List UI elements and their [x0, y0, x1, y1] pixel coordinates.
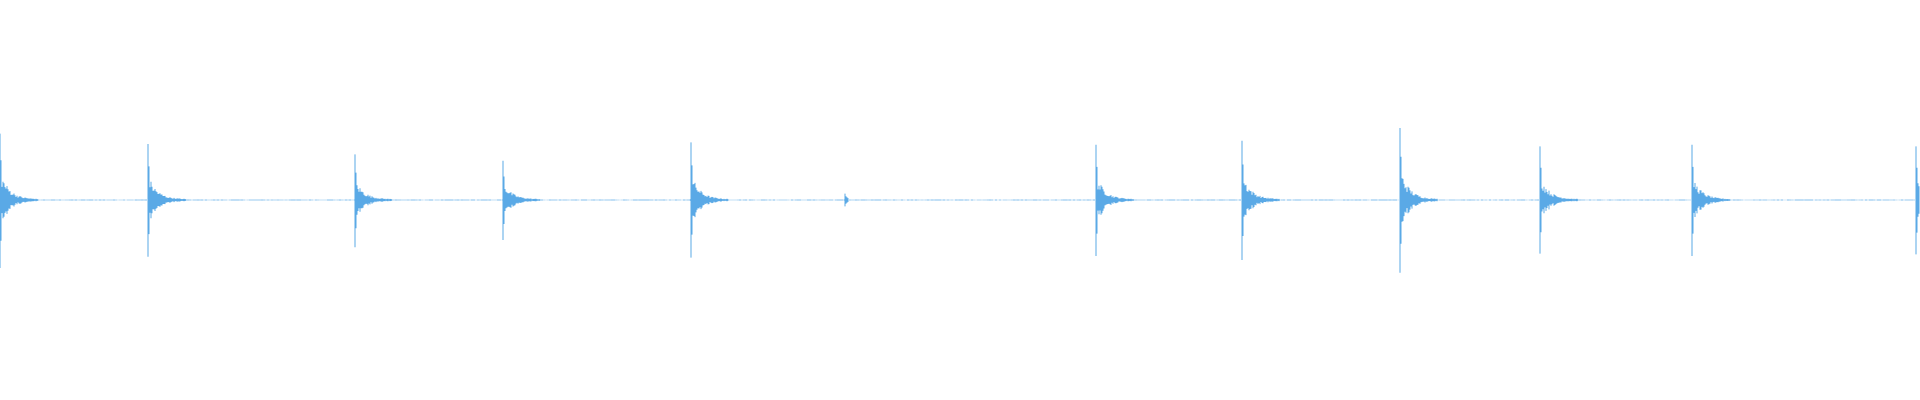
waveform-transients [0, 128, 1920, 273]
waveform-transient-11 [1691, 144, 1730, 256]
waveform-transient-5 [690, 142, 729, 258]
waveform-transient-8 [1241, 140, 1280, 260]
waveform-baseline [0, 199, 1919, 201]
waveform-transient-4 [502, 160, 541, 240]
waveform-transient-1 [0, 133, 38, 268]
waveform-transient-7 [1095, 144, 1134, 256]
waveform-noise-floor [0, 199, 1919, 201]
waveform-transient-10 [1539, 146, 1578, 254]
waveform-transient-2 [147, 144, 186, 257]
waveform-transient-6 [844, 193, 849, 207]
waveform-transient-3 [354, 154, 393, 248]
waveform-transient-12 [1915, 146, 1920, 255]
waveform-transient-9 [1399, 128, 1438, 273]
